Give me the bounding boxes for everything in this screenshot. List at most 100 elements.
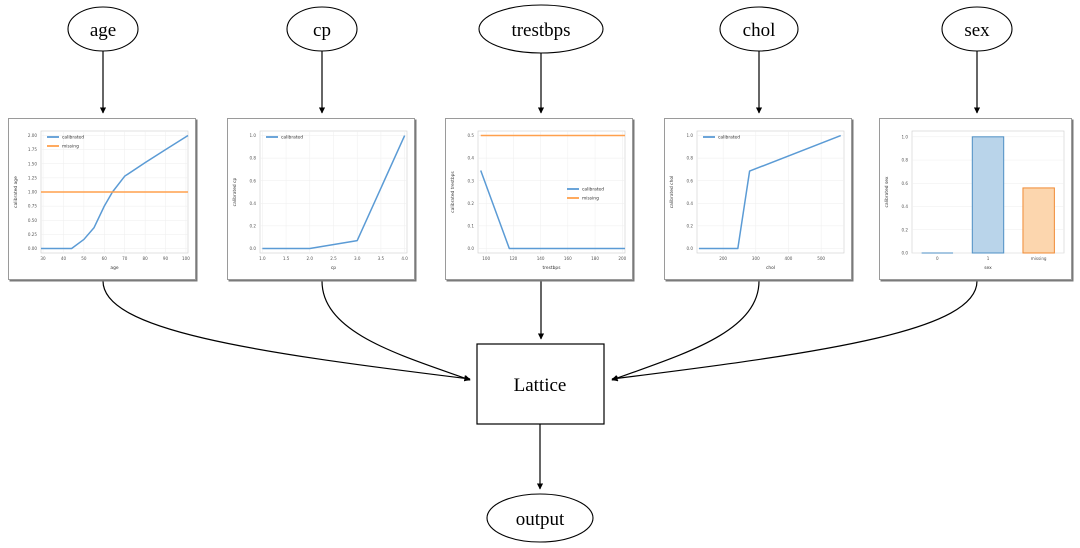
svg-text:140: 140 bbox=[537, 256, 545, 261]
svg-text:200: 200 bbox=[618, 256, 626, 261]
svg-text:0.00: 0.00 bbox=[28, 246, 38, 251]
svg-text:0.4: 0.4 bbox=[467, 156, 474, 161]
svg-text:0.8: 0.8 bbox=[901, 158, 908, 163]
svg-text:200: 200 bbox=[719, 256, 727, 261]
svg-text:0.2: 0.2 bbox=[901, 227, 908, 232]
svg-text:0.2: 0.2 bbox=[686, 223, 693, 228]
node-cp[interactable]: cp bbox=[286, 6, 358, 52]
svg-text:0.25: 0.25 bbox=[28, 232, 38, 237]
svg-text:1.0: 1.0 bbox=[259, 256, 266, 261]
svg-text:3.0: 3.0 bbox=[354, 256, 361, 261]
svg-text:calibrated: calibrated bbox=[281, 135, 303, 141]
svg-text:2.00: 2.00 bbox=[28, 133, 38, 138]
svg-text:0.0: 0.0 bbox=[467, 246, 474, 251]
svg-text:1.75: 1.75 bbox=[28, 147, 38, 152]
svg-text:1.5: 1.5 bbox=[283, 256, 290, 261]
lattice-node-shape bbox=[476, 343, 605, 425]
svg-text:missing: missing bbox=[582, 196, 599, 202]
svg-text:70: 70 bbox=[122, 256, 128, 261]
svg-text:0.75: 0.75 bbox=[28, 204, 38, 209]
svg-text:0.0: 0.0 bbox=[901, 251, 908, 256]
svg-text:calibrated chol: calibrated chol bbox=[669, 176, 675, 209]
svg-text:180: 180 bbox=[591, 256, 599, 261]
svg-text:1.0: 1.0 bbox=[686, 133, 693, 138]
svg-text:age: age bbox=[110, 266, 118, 271]
edge-chol-calibrator-to-lattice bbox=[611, 280, 760, 381]
svg-text:1.0: 1.0 bbox=[249, 133, 256, 138]
chart-legend-chol: calibrated bbox=[703, 135, 740, 141]
svg-text:missing: missing bbox=[62, 144, 79, 150]
svg-text:1.00: 1.00 bbox=[28, 190, 38, 195]
svg-text:cp: cp bbox=[331, 266, 336, 271]
edge-cp-calibrator-to-lattice bbox=[321, 280, 471, 382]
edge-sex-calibrator-to-lattice bbox=[611, 280, 978, 382]
svg-text:120: 120 bbox=[509, 256, 517, 261]
node-sex[interactable]: sex bbox=[941, 6, 1013, 52]
svg-text:0.4: 0.4 bbox=[901, 204, 908, 209]
svg-text:1.25: 1.25 bbox=[28, 175, 38, 180]
node-output-label: output bbox=[516, 509, 565, 530]
node-cp-label: cp bbox=[313, 20, 331, 41]
chart-legend-cp: calibrated bbox=[266, 135, 303, 141]
svg-text:0: 0 bbox=[936, 256, 939, 261]
node-sex-label: sex bbox=[964, 20, 990, 41]
svg-text:calibrated: calibrated bbox=[62, 135, 84, 141]
svg-text:sex: sex bbox=[984, 266, 992, 271]
svg-text:0.6: 0.6 bbox=[249, 178, 256, 183]
svg-text:500: 500 bbox=[817, 256, 825, 261]
svg-text:0.3: 0.3 bbox=[467, 178, 474, 183]
svg-text:1.0: 1.0 bbox=[901, 134, 908, 139]
svg-text:calibrated cp: calibrated cp bbox=[232, 177, 238, 206]
node-output-shape bbox=[486, 493, 594, 543]
svg-text:calibrated: calibrated bbox=[582, 187, 604, 193]
svg-text:3.5: 3.5 bbox=[378, 256, 385, 261]
node-age-label: age bbox=[90, 20, 116, 41]
node-trestbps-label: trestbps bbox=[511, 20, 570, 41]
svg-text:0.6: 0.6 bbox=[686, 178, 693, 183]
svg-text:100: 100 bbox=[182, 256, 190, 261]
node-chol-label: chol bbox=[743, 20, 776, 41]
svg-text:calibrated trestbps: calibrated trestbps bbox=[450, 171, 456, 213]
lattice-node-label: Lattice bbox=[514, 375, 567, 396]
svg-text:0.8: 0.8 bbox=[249, 156, 256, 161]
chart-legend-age: calibrated missing bbox=[47, 135, 84, 150]
svg-text:40: 40 bbox=[61, 256, 67, 261]
svg-text:400: 400 bbox=[785, 256, 793, 261]
svg-text:0.4: 0.4 bbox=[249, 201, 256, 206]
svg-text:0.50: 0.50 bbox=[28, 218, 38, 223]
svg-text:0.1: 0.1 bbox=[467, 223, 474, 228]
edge-age-calibrator-to-lattice bbox=[102, 280, 471, 382]
svg-text:2.0: 2.0 bbox=[307, 256, 314, 261]
svg-text:60: 60 bbox=[102, 256, 108, 261]
svg-text:1: 1 bbox=[987, 256, 990, 261]
svg-text:0.0: 0.0 bbox=[686, 246, 693, 251]
node-trestbps[interactable]: trestbps bbox=[478, 4, 604, 54]
svg-text:90: 90 bbox=[163, 256, 169, 261]
svg-text:4.0: 4.0 bbox=[401, 256, 408, 261]
svg-text:missing: missing bbox=[1031, 256, 1047, 261]
svg-text:160: 160 bbox=[564, 256, 572, 261]
node-chol[interactable]: chol bbox=[719, 6, 799, 52]
svg-text:chol: chol bbox=[766, 265, 775, 271]
svg-text:80: 80 bbox=[143, 256, 149, 261]
svg-text:0.0: 0.0 bbox=[249, 246, 256, 251]
svg-text:0.8: 0.8 bbox=[686, 156, 693, 161]
chart-legend-trestbps: calibrated missing bbox=[567, 187, 604, 202]
lattice-node[interactable]: Lattice bbox=[476, 343, 605, 425]
node-age[interactable]: age bbox=[67, 6, 139, 52]
svg-text:300: 300 bbox=[752, 256, 760, 261]
svg-text:2.5: 2.5 bbox=[330, 256, 337, 261]
node-output[interactable]: output bbox=[486, 493, 594, 543]
svg-text:0.6: 0.6 bbox=[901, 181, 908, 186]
